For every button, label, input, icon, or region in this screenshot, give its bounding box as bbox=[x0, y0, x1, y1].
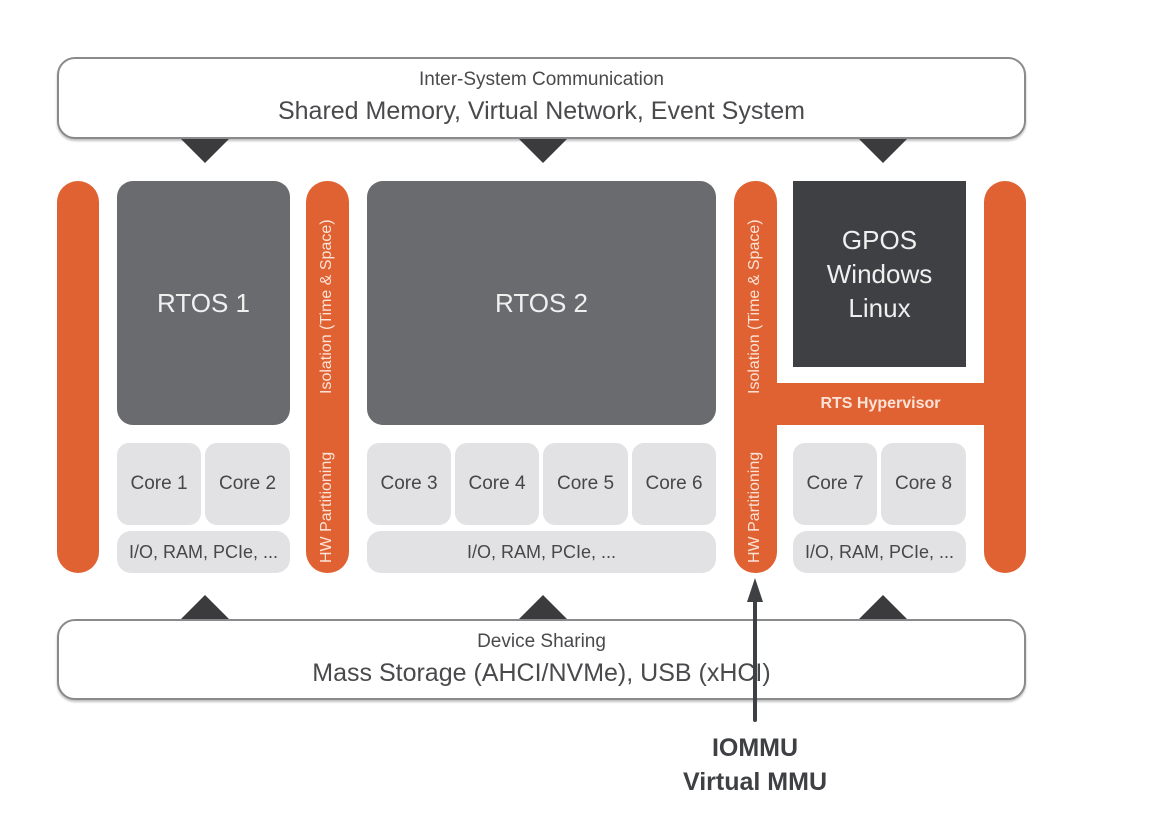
core-label: Core 7 bbox=[806, 473, 864, 494]
arrow-down-rtos1-icon bbox=[181, 139, 229, 163]
core-3: Core 3 bbox=[367, 443, 451, 525]
gpos-windows-label: Windows bbox=[826, 259, 933, 289]
device-sharing-label: Device Sharing bbox=[477, 631, 606, 652]
virtual-mmu-label: Virtual MMU bbox=[683, 768, 827, 796]
iommu-label-block: IOMMU Virtual MMU bbox=[655, 731, 855, 799]
device-sharing-detail: Mass Storage (AHCI/NVMe), USB (xHCI) bbox=[312, 659, 771, 687]
rtos2-box: RTOS 2 bbox=[367, 181, 716, 425]
device-sharing-box: Device Sharing Mass Storage (AHCI/NVMe),… bbox=[57, 619, 1026, 700]
core-4: Core 4 bbox=[455, 443, 539, 525]
partition-separator-2 bbox=[734, 181, 777, 573]
iommu-label: IOMMU bbox=[711, 734, 799, 762]
core-label: Core 3 bbox=[380, 473, 438, 494]
core-label: Core 2 bbox=[218, 473, 277, 494]
core-1: Core 1 bbox=[117, 443, 201, 525]
core-6: Core 6 bbox=[632, 443, 716, 525]
hw-partitioning-label: HW Partitioning bbox=[746, 451, 763, 563]
core-7: Core 7 bbox=[793, 443, 877, 525]
io-label: I/O, RAM, PCIe, ... bbox=[804, 541, 955, 562]
arrow-down-rtos2-icon bbox=[519, 139, 567, 163]
arrow-down-gpos-icon bbox=[859, 139, 907, 163]
inter-system-communication-label: Inter-System Communication bbox=[419, 69, 664, 90]
core-label: Core 5 bbox=[556, 473, 615, 494]
isolation-label: Isolation (Time & Space) bbox=[318, 219, 335, 394]
core-5: Core 5 bbox=[543, 443, 628, 525]
gpos-linux-label: Linux bbox=[848, 293, 911, 323]
arrow-up-gpos-icon bbox=[859, 595, 907, 619]
inter-system-communication-detail: Shared Memory, Virtual Network, Event Sy… bbox=[277, 97, 806, 125]
rts-hypervisor-band bbox=[770, 383, 992, 425]
arrow-up-rtos2-icon bbox=[519, 595, 567, 619]
rts-hypervisor-label: RTS Hypervisor bbox=[820, 395, 941, 412]
core-8: Core 8 bbox=[881, 443, 966, 525]
gpos-box: GPOS Windows Linux bbox=[793, 181, 966, 367]
rtos1-box: RTOS 1 bbox=[117, 181, 290, 425]
gpos-io-resources: I/O, RAM, PCIe, ... bbox=[793, 531, 966, 573]
rtos2-io-resources: I/O, RAM, PCIe, ... bbox=[367, 531, 716, 573]
core-label: Core 6 bbox=[645, 473, 703, 494]
hw-partitioning-label: HW Partitioning bbox=[318, 451, 335, 563]
rtos1-io-resources: I/O, RAM, PCIe, ... bbox=[117, 531, 290, 573]
core-label: Core 1 bbox=[130, 473, 188, 494]
inter-system-communication-box: Inter-System Communication Shared Memory… bbox=[57, 57, 1026, 139]
io-label: I/O, RAM, PCIe, ... bbox=[128, 541, 279, 562]
hypervisor-right-pillar bbox=[984, 181, 1026, 573]
hypervisor-left-pillar bbox=[57, 181, 99, 573]
iommu-arrow-icon bbox=[747, 578, 763, 722]
partition-separator-1 bbox=[306, 181, 349, 573]
core-2: Core 2 bbox=[205, 443, 290, 525]
arrow-up-rtos1-icon bbox=[181, 595, 229, 619]
core-label: Core 8 bbox=[894, 473, 953, 494]
gpos-label: GPOS bbox=[841, 225, 918, 255]
rtos2-label: RTOS 2 bbox=[495, 288, 588, 318]
core-label: Core 4 bbox=[468, 473, 526, 494]
rtos1-label: RTOS 1 bbox=[157, 288, 250, 318]
io-label: I/O, RAM, PCIe, ... bbox=[466, 541, 617, 562]
isolation-label: Isolation (Time & Space) bbox=[746, 219, 763, 394]
